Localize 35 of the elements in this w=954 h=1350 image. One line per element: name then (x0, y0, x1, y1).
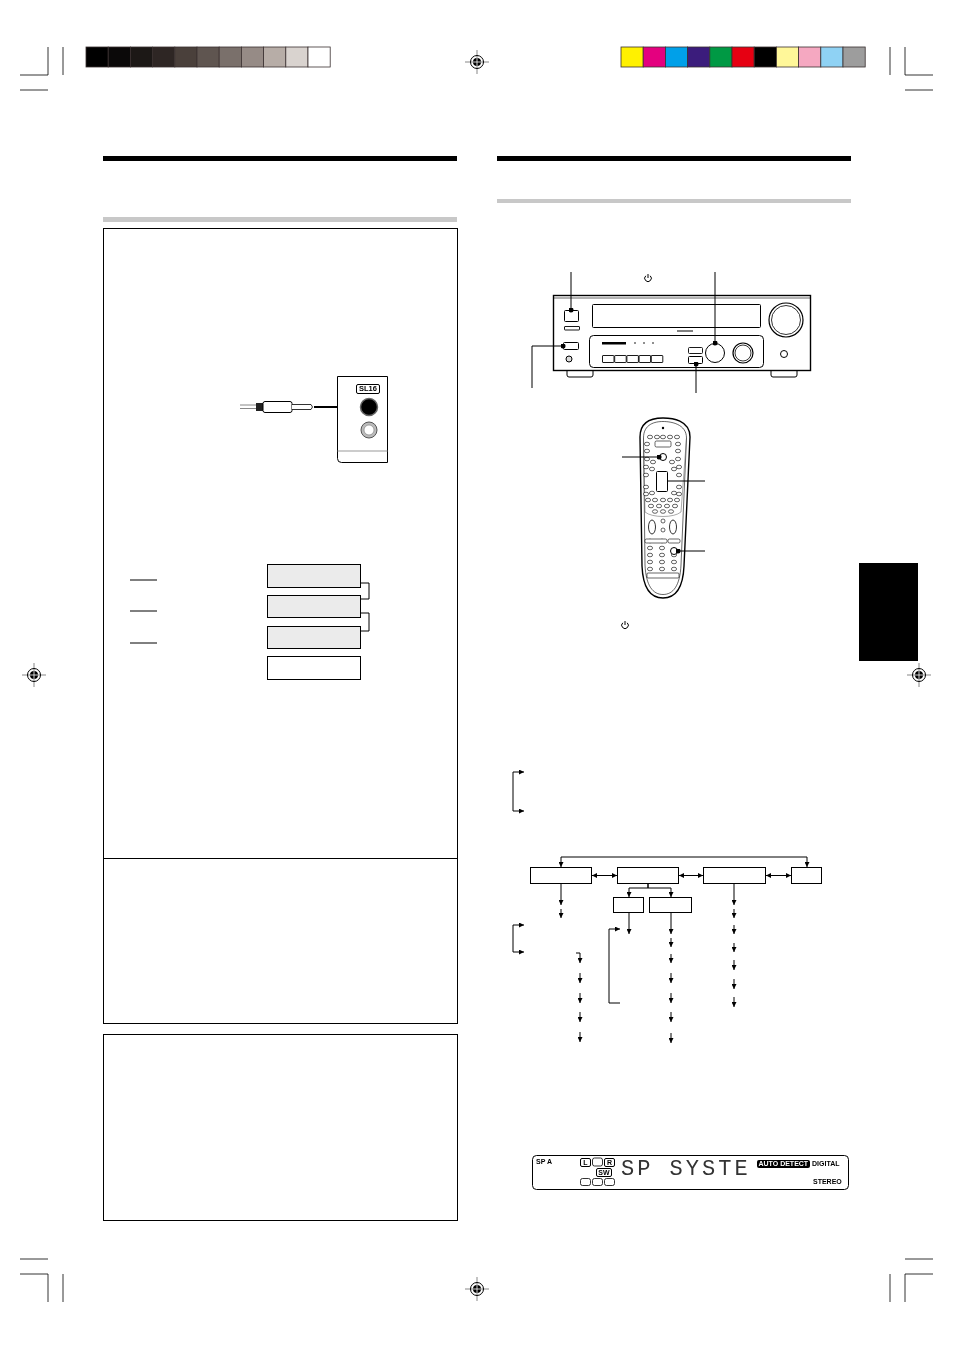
flow-box (649, 897, 692, 913)
flow-box (530, 867, 592, 884)
arrow (731, 883, 737, 906)
setting-box (267, 564, 361, 588)
display-readout: SP SYSTE (621, 1159, 751, 1181)
loop-double-arrow (558, 856, 810, 868)
leader-line (667, 480, 706, 482)
leader-line (693, 361, 699, 394)
remote-button (670, 547, 678, 555)
leader-line (531, 343, 566, 389)
arrow (668, 912, 674, 935)
bracket-connector (360, 612, 370, 632)
setting-box (267, 656, 361, 680)
double-arrow (678, 873, 704, 878)
flow-box (617, 867, 679, 884)
arrow (626, 912, 632, 935)
double-arrow (591, 873, 618, 878)
flow-box (791, 867, 822, 884)
leader-line (675, 548, 706, 554)
flow-box (613, 897, 644, 913)
leader-line (621, 454, 662, 460)
setting-box (267, 595, 361, 618)
double-arrow (765, 873, 792, 878)
branch-arrow (647, 883, 674, 898)
setting-box (267, 626, 361, 649)
bracket-connector (360, 582, 370, 600)
remote-button (659, 453, 667, 461)
leader-line (712, 271, 718, 346)
front-button (688, 356, 703, 364)
front-button (563, 342, 579, 350)
arrow (558, 883, 564, 906)
flow-box (703, 867, 766, 884)
leader-line (568, 271, 574, 313)
power-button (564, 310, 579, 322)
remote-cursor-keys (656, 471, 668, 492)
